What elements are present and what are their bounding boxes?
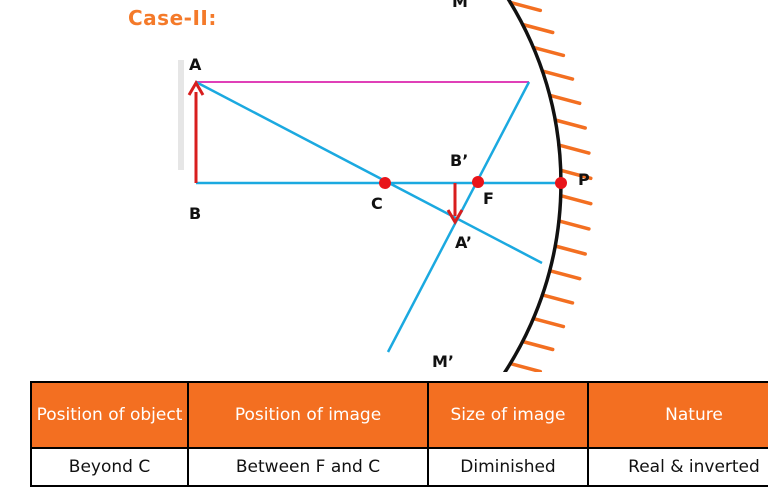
case-title: Case-II: [128, 6, 217, 30]
label-m-prime: M’ [432, 352, 454, 371]
label-m: M [452, 0, 468, 11]
object-shadow [178, 60, 184, 170]
label-p: P [578, 170, 590, 189]
hatch-line [520, 22, 555, 35]
hatch-line [547, 93, 582, 106]
point-p [555, 177, 567, 189]
table-header-row: Position of object Position of image Siz… [30, 381, 768, 449]
header-nature: Nature [587, 381, 768, 449]
label-a: A [189, 55, 202, 74]
hatch-line [540, 293, 575, 305]
header-position-of-image: Position of image [187, 381, 429, 449]
label-a-prime: A’ [455, 233, 472, 252]
hatch-line [531, 45, 566, 58]
hatch-line [508, 0, 543, 13]
cell-position-of-object: Beyond C [30, 447, 189, 487]
cell-position-of-image: Between F and C [187, 447, 429, 487]
object-arrow-head [187, 80, 205, 96]
hatch-line [508, 361, 543, 372]
hatch-line [547, 268, 582, 281]
cell-nature: Real & inverted [587, 447, 768, 487]
label-b: B [189, 204, 202, 223]
hatch-line [559, 168, 593, 181]
ray-diagram-svg [178, 0, 593, 372]
point-f [472, 176, 484, 188]
concave-mirror [502, 0, 563, 372]
label-c: C [371, 194, 383, 213]
hatch-line [531, 316, 566, 329]
table-row: Beyond C Between F and C Diminished Real… [30, 447, 768, 487]
hatch-line [557, 143, 591, 155]
mirror-hatching [508, 0, 593, 372]
hatch-line [540, 69, 575, 81]
hatch-line [553, 118, 587, 130]
header-position-of-object: Position of object [30, 381, 189, 449]
hatch-line [559, 193, 593, 206]
hatch-line [520, 339, 555, 352]
label-f: F [483, 189, 494, 208]
cell-size-of-image: Diminished [427, 447, 589, 487]
hatch-line [553, 244, 587, 256]
label-b-prime: B’ [450, 151, 469, 170]
hatch-line [557, 219, 591, 231]
image-arrow-head [446, 209, 464, 225]
header-size-of-image: Size of image [427, 381, 589, 449]
ray-through-centre [195, 80, 543, 265]
image-properties-table: Position of object Position of image Siz… [30, 381, 768, 487]
point-c [379, 177, 391, 189]
